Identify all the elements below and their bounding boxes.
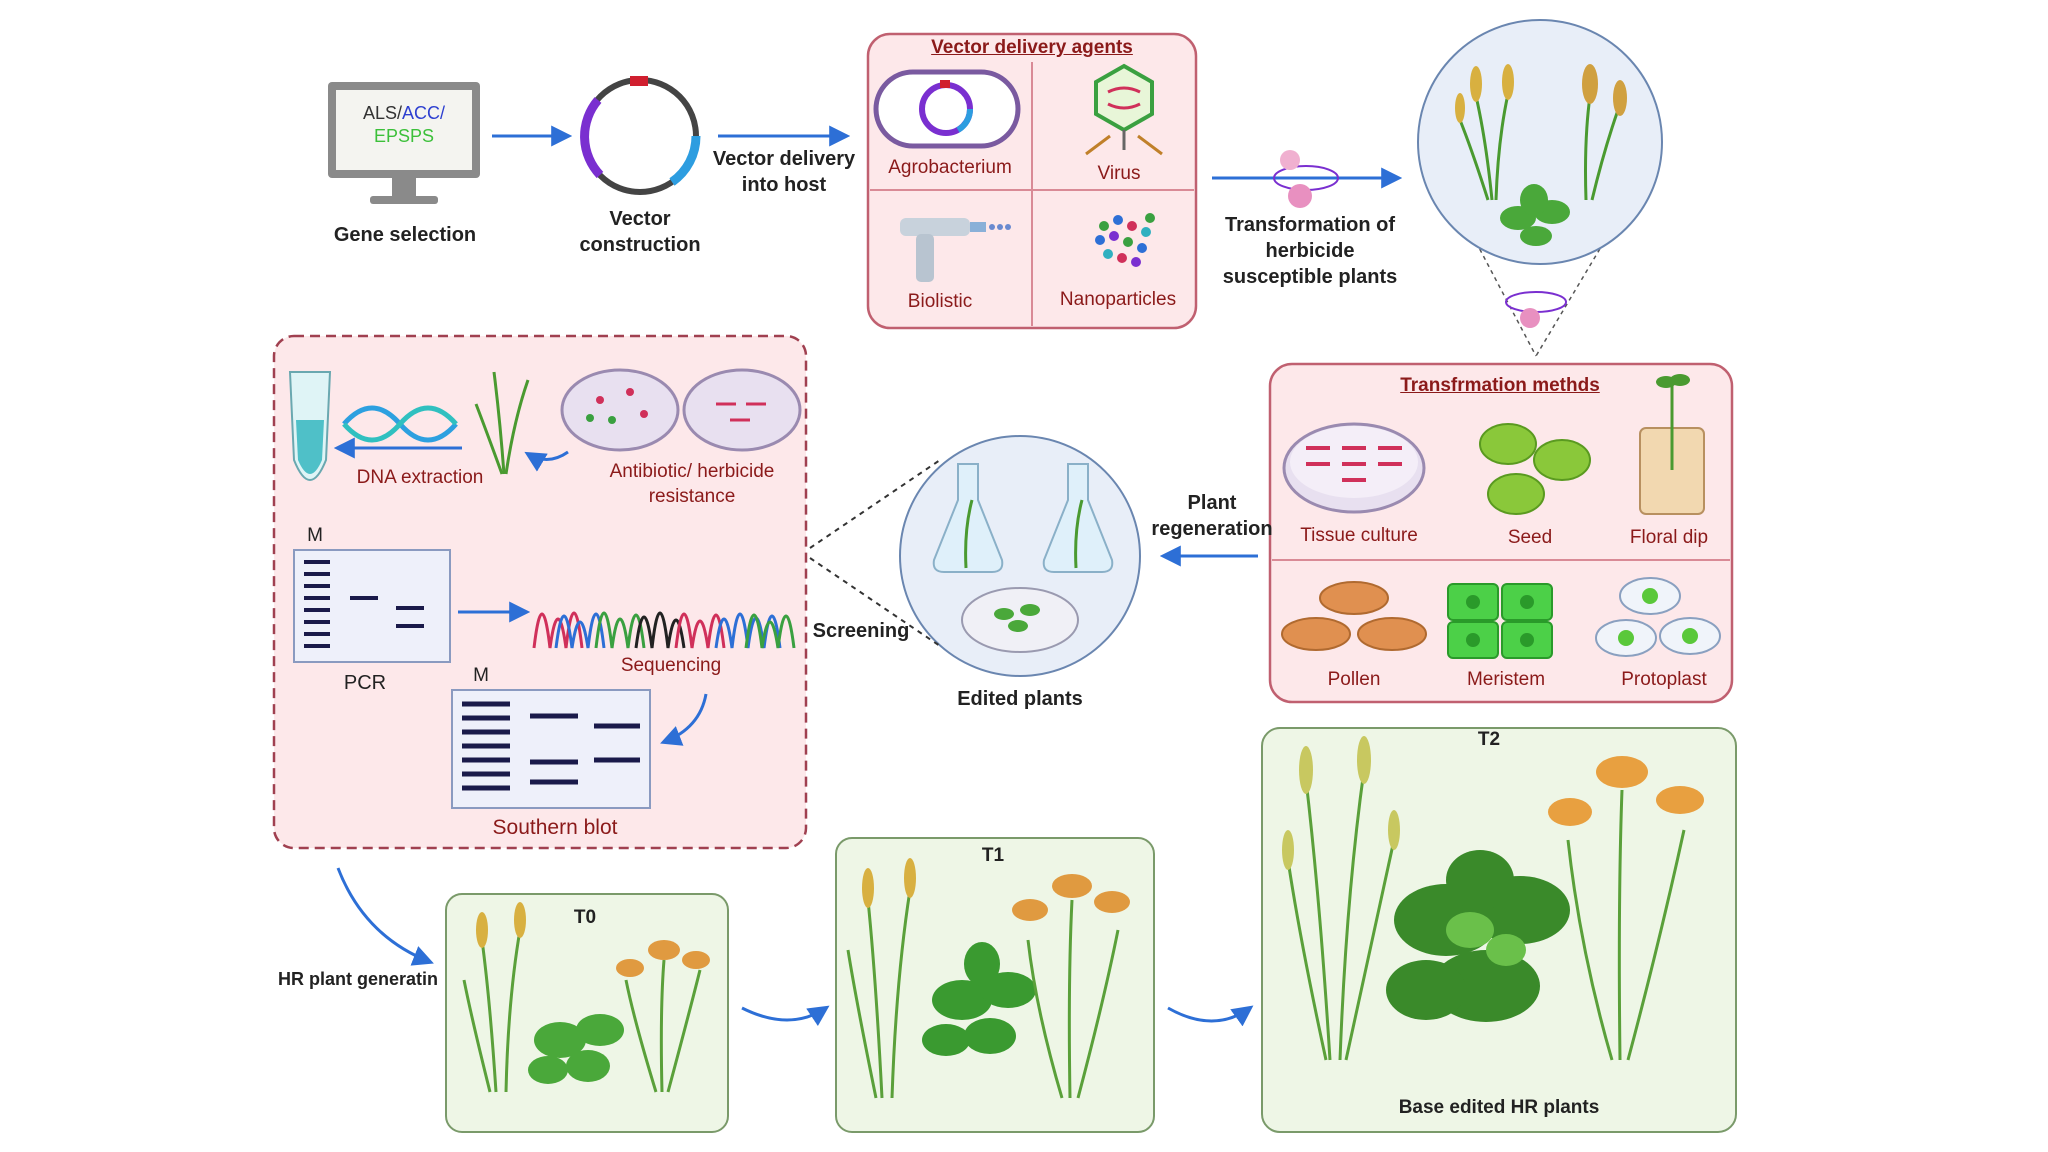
dna-cas-icon-lower: [1505, 291, 1567, 328]
monitor-als: ALS/: [362, 103, 402, 123]
seedling-icon: [474, 371, 530, 475]
t2-panel: [1261, 727, 1737, 1133]
marker-label-blot: M: [473, 665, 489, 686]
hr-plant-generation-label: HR plant generatin: [277, 969, 438, 989]
rosette-plant-icon: [1500, 184, 1570, 246]
vector-agents-panel: [866, 32, 1198, 330]
meristem-label: Meristem: [1466, 669, 1546, 690]
dna-extraction-label: DNA extraction: [356, 467, 484, 488]
pcr-gel-icon: [293, 549, 451, 663]
sequencing-label: Sequencing: [620, 655, 722, 676]
transformation-methods-panel: [1268, 362, 1734, 704]
biolistic-label: Biolistic: [907, 291, 973, 312]
southern-blot-label: Southern blot: [492, 816, 618, 839]
tissue-culture-label: Tissue culture: [1300, 525, 1418, 546]
pcr-label: PCR: [343, 672, 387, 694]
edited-plants-label: Edited plants: [957, 688, 1083, 710]
floral-dip-beaker-icon: [1639, 374, 1705, 515]
plasmid-icon: [580, 76, 701, 195]
arrow-t0-to-t1: [741, 1005, 830, 1027]
screening-label: Screening: [812, 620, 910, 642]
t1-panel: [835, 837, 1155, 1133]
chromatogram-icon: [532, 611, 796, 649]
agrobacterium-icon: [873, 69, 1021, 149]
monitor-text: ALS/ACC/ EPSPS: [340, 102, 468, 149]
dna-helix-icon: [342, 405, 458, 443]
edited-plants-circle: [809, 435, 1141, 677]
pollen-icon: [1281, 581, 1427, 651]
base-edited-hr-plants-label: Base edited HR plants: [1398, 1097, 1600, 1118]
tube-icon: [288, 371, 332, 481]
dna-cas-icon: [1273, 150, 1339, 208]
agrobacterium-label: Agrobacterium: [888, 157, 1012, 178]
nanoparticles-icon: [1095, 213, 1155, 267]
petri-dish-icon: [1282, 422, 1426, 514]
arrow-to-t0: [336, 867, 434, 966]
marker-label-pcr: M: [307, 525, 323, 546]
virus-icon: [1085, 63, 1163, 156]
nanoparticles-label: Nanoparticles: [1059, 289, 1177, 310]
screening-panel: [272, 334, 808, 850]
monitor-acc: ACC/: [402, 103, 446, 123]
t0-panel: [445, 893, 729, 1133]
t0-label: T0: [573, 907, 597, 928]
protoplast-label: Protoplast: [1621, 669, 1707, 690]
transformation-methods-title: Transfrmation methds: [1400, 375, 1600, 396]
seed-label: Seed: [1507, 527, 1553, 548]
vector-agents-title: Vector delivery agents: [931, 37, 1133, 58]
floral-dip-label: Floral dip: [1629, 527, 1709, 548]
plants-circle: [1417, 19, 1663, 357]
protoplast-icon: [1595, 577, 1721, 657]
petri-dish-edited-icon: [961, 587, 1079, 653]
arrow-to-seedling: [524, 450, 569, 472]
pollen-label: Pollen: [1327, 669, 1381, 690]
gene-selection-label: Gene selection: [333, 224, 477, 246]
virus-label: Virus: [1097, 163, 1141, 184]
seed-icon: [1479, 423, 1591, 515]
gene-gun-icon: [900, 218, 1011, 282]
t1-label: T1: [981, 845, 1005, 866]
southern-blot-icon: [451, 689, 651, 809]
arrow-t1-to-t2: [1167, 1005, 1254, 1027]
petri-dishes-icon: [560, 368, 802, 452]
monitor-epsps: EPSPS: [373, 126, 435, 147]
t2-label: T2: [1477, 729, 1501, 750]
monitor-icon: [328, 82, 480, 204]
arrow-sequencing-to-blot: [660, 693, 708, 746]
rice-plant-icon: [1584, 95, 1620, 201]
wheat-plant-icon: [1458, 93, 1510, 201]
